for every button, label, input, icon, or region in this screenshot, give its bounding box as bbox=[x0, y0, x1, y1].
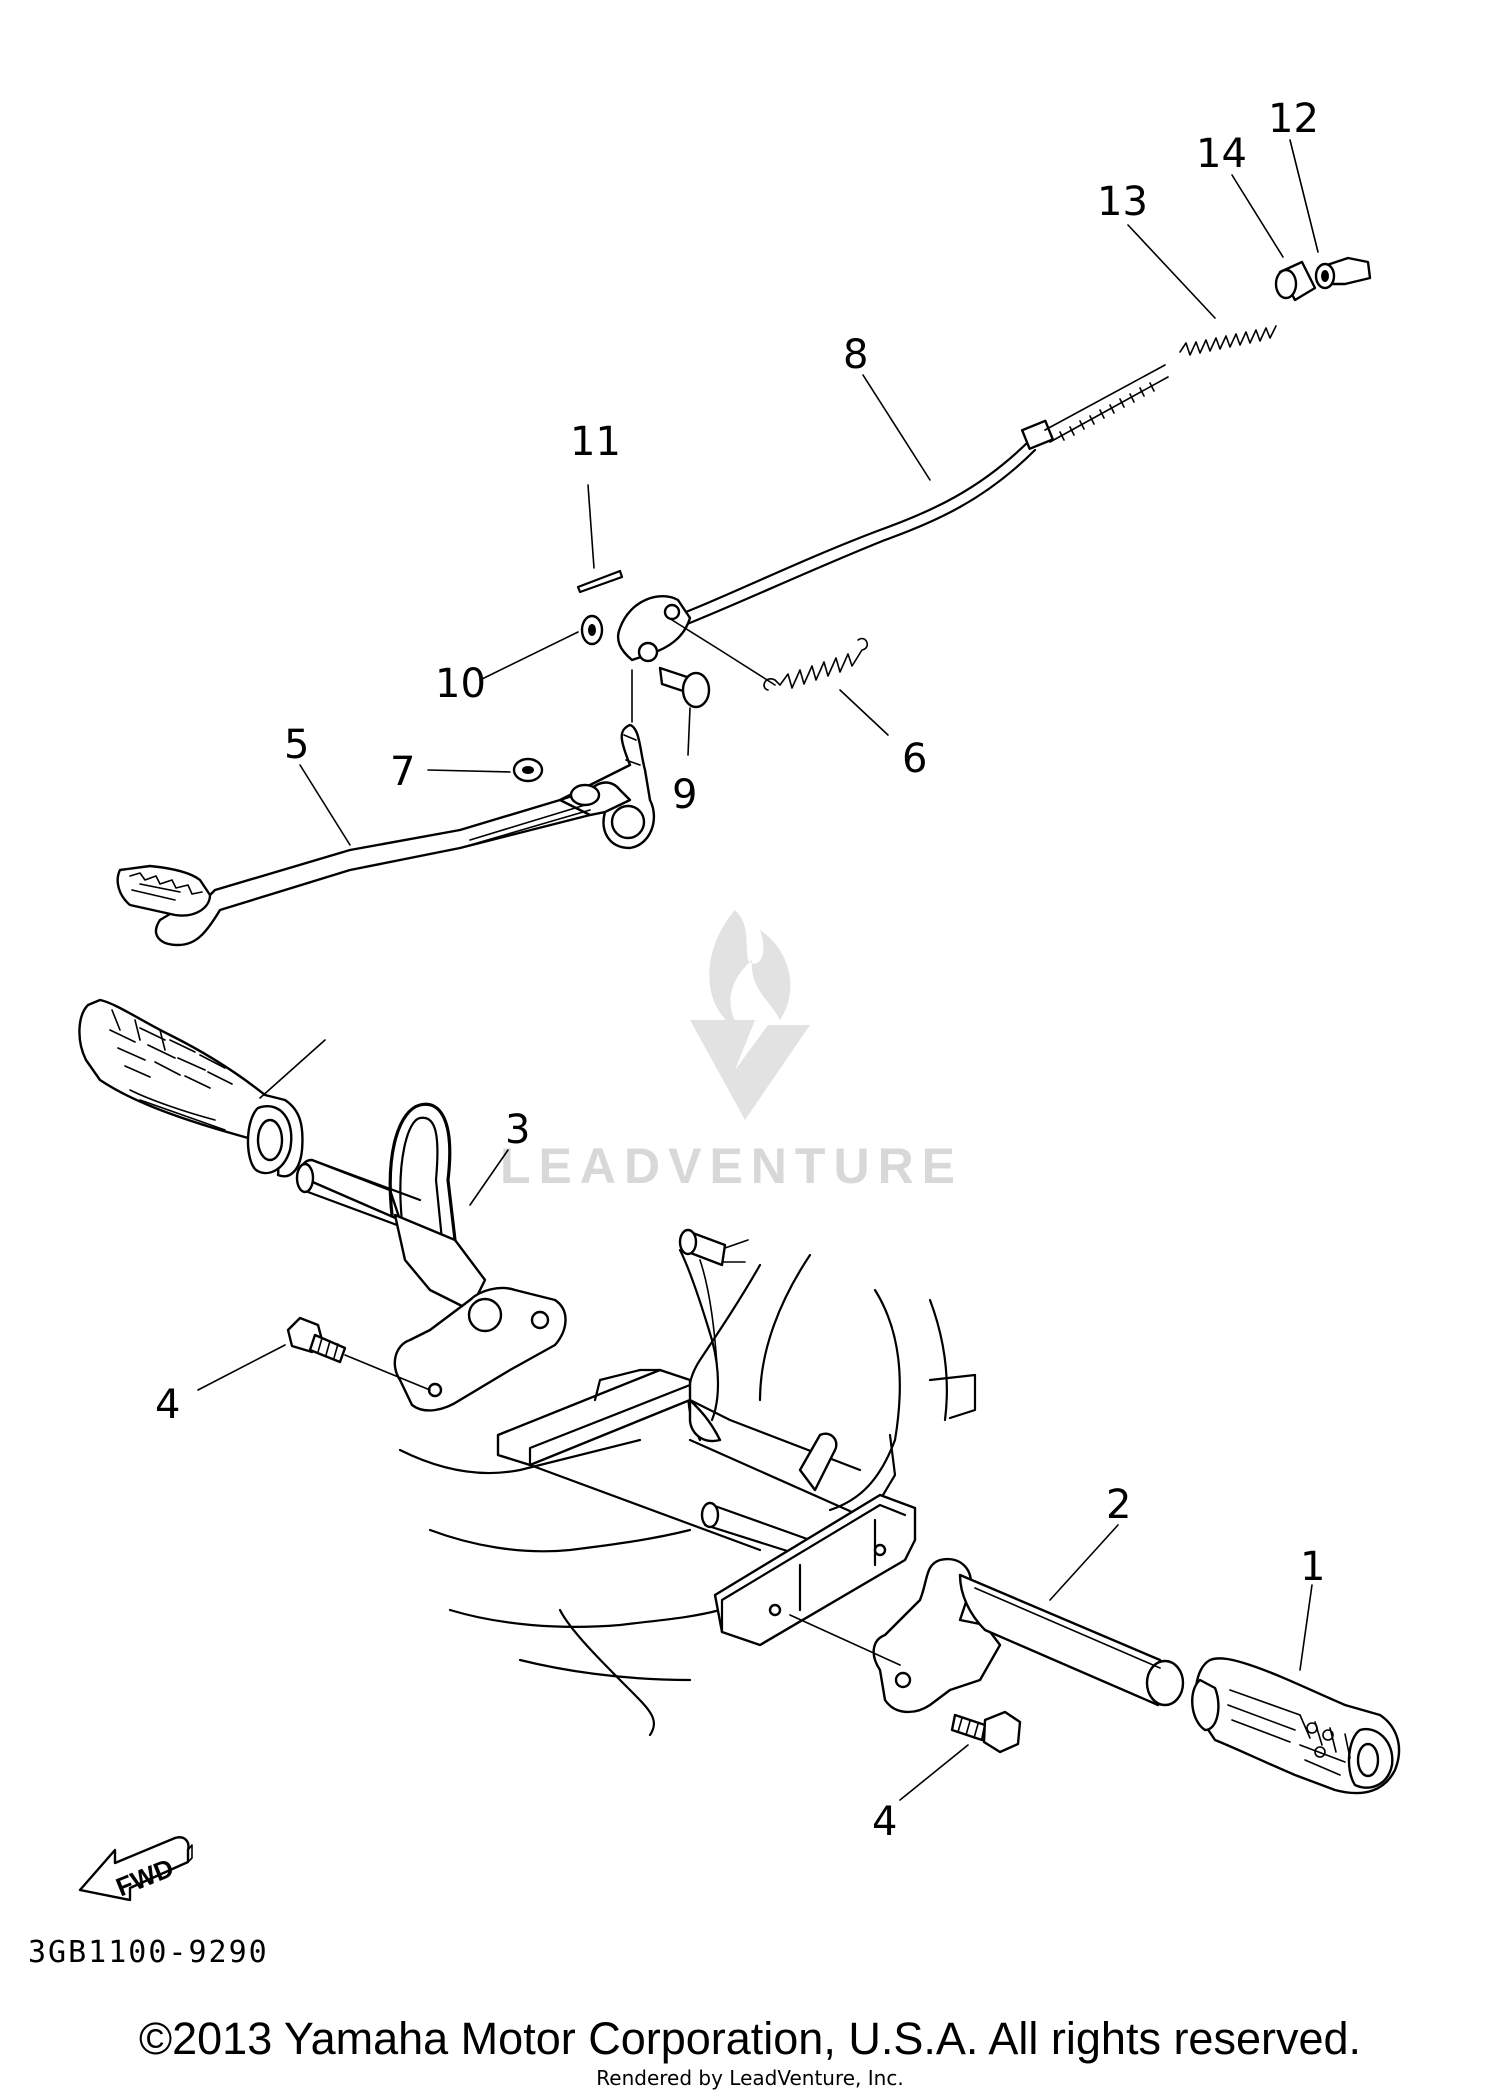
frame-structure bbox=[398, 1228, 977, 1737]
callout-1-lower: 1 bbox=[1300, 1544, 1325, 1590]
callout-3: 3 bbox=[505, 1107, 530, 1153]
part-14-joint bbox=[1274, 260, 1317, 302]
callout-11: 11 bbox=[570, 419, 621, 465]
part-1-footrest-left bbox=[78, 998, 304, 1178]
part-12-nut bbox=[1314, 256, 1372, 290]
part-10-washer bbox=[580, 614, 604, 646]
callout-4-lower: 4 bbox=[872, 1799, 897, 1845]
rendered-by-credit: Rendered by LeadVenture, Inc. bbox=[596, 2066, 904, 2090]
diagram-code: 3GB1100-9290 bbox=[28, 1935, 269, 1970]
part-2-footrest-bracket bbox=[872, 1557, 1185, 1714]
part-6-return-spring bbox=[671, 619, 869, 691]
part-4-bolt-upper bbox=[286, 1316, 431, 1391]
part-1-footrest-right bbox=[1191, 1657, 1401, 1795]
part-13-spring bbox=[1179, 325, 1277, 356]
callout-14: 14 bbox=[1196, 131, 1247, 177]
leader-lines bbox=[197, 139, 1319, 1801]
watermark-text: LEADVENTURE bbox=[500, 1138, 963, 1194]
part-3-footrest-bracket bbox=[295, 1102, 567, 1412]
callout-9: 9 bbox=[672, 772, 697, 818]
brake-rod-joint bbox=[616, 595, 692, 663]
copyright-notice: ©2013 Yamaha Motor Corporation, U.S.A. A… bbox=[138, 2013, 1362, 2064]
callout-8: 8 bbox=[843, 332, 868, 378]
callout-10: 10 bbox=[435, 661, 486, 707]
part-11-cotter-pin bbox=[576, 569, 624, 594]
callout-7: 7 bbox=[390, 749, 415, 795]
part-7-washer bbox=[512, 757, 544, 783]
leadventure-watermark: LEADVENTURE bbox=[500, 910, 963, 1194]
callout-4-upper: 4 bbox=[155, 1382, 180, 1428]
callout-labels: 12 14 13 8 11 10 9 6 7 5 3 4 2 1 4 bbox=[155, 96, 1325, 1845]
callout-2: 2 bbox=[1106, 1482, 1131, 1528]
fwd-arrow-icon: FWD bbox=[78, 1836, 193, 1902]
callout-5: 5 bbox=[284, 722, 309, 768]
part-9-clevis-pin bbox=[658, 666, 711, 709]
part-8-brake-rod bbox=[663, 364, 1169, 632]
callout-13: 13 bbox=[1097, 179, 1148, 225]
callout-12: 12 bbox=[1268, 96, 1319, 142]
part-4-bolt-lower bbox=[789, 1614, 1022, 1754]
part-5-brake-pedal bbox=[116, 723, 656, 947]
callout-6: 6 bbox=[902, 736, 927, 782]
